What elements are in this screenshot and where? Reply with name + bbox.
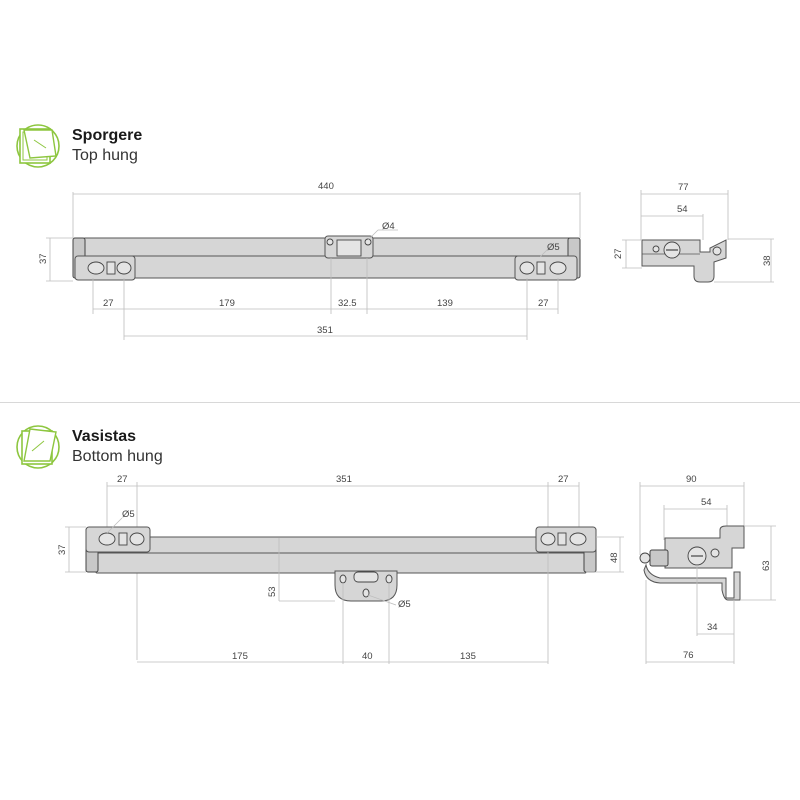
bottom-dim-0: 175 — [232, 651, 248, 662]
top-dim-1: 351 — [336, 474, 352, 485]
bracket-hole-label: Ø5 — [398, 599, 411, 610]
dim-bottom-1: 179 — [219, 298, 235, 309]
dim-height-right: 48 — [609, 552, 620, 563]
section-divider — [0, 402, 800, 403]
bottom-dim-2: 135 — [460, 651, 476, 662]
top-dim-2: 27 — [558, 474, 569, 485]
side-dim-overall: 77 — [678, 182, 689, 193]
side-dim-bottom: 76 — [683, 650, 694, 661]
bottom-hung-front-view: 27 351 27 Ø5 Ø5 37 48 — [57, 474, 624, 664]
dim-bottom-3: 139 — [437, 298, 453, 309]
window-bottom-hung-icon — [16, 425, 60, 469]
hole-label-d5: Ø5 — [547, 242, 560, 253]
side-dim-height-right: 63 — [761, 560, 772, 571]
window-top-hung-icon — [16, 124, 60, 168]
top-hung-side-view: 77 54 27 38 — [613, 182, 774, 283]
top-dim-0: 27 — [117, 474, 128, 485]
side-dim-inner: 54 — [701, 497, 712, 508]
section-header-top-hung: Sporgere Top hung — [14, 122, 142, 170]
bottom-dim-1: 40 — [362, 651, 373, 662]
hole-label-d4: Ø4 — [382, 221, 395, 232]
side-dim-offset: 34 — [707, 622, 718, 633]
side-dim-inner: 54 — [677, 204, 688, 215]
section-subtitle: Bottom hung — [72, 448, 163, 465]
hole-label-left: Ø5 — [122, 509, 135, 520]
bottom-hung-side-view: 90 54 63 34 76 — [639, 474, 776, 664]
dim-overall-width: 440 — [318, 181, 334, 192]
side-dim-overall: 90 — [686, 474, 697, 485]
side-dim-height-right: 38 — [762, 255, 773, 266]
section-title: Sporgere — [72, 127, 143, 144]
section-subtitle: Top hung — [72, 147, 138, 164]
side-dim-height-left: 27 — [613, 248, 624, 259]
dim-height: 37 — [38, 253, 49, 264]
dim-height-left: 37 — [57, 544, 68, 555]
dim-span: 351 — [317, 325, 333, 336]
dim-bottom-0: 27 — [103, 298, 114, 309]
dim-bottom-4: 27 — [538, 298, 549, 309]
dim-bottom-2: 32.5 — [338, 298, 357, 309]
section-header-bottom-hung: Vasistas Bottom hung — [14, 423, 163, 471]
top-hung-front-view: 440 37 Ø4 Ø5 — [38, 181, 581, 340]
dim-bracket-drop: 53 — [267, 586, 278, 597]
section-title: Vasistas — [72, 428, 137, 445]
